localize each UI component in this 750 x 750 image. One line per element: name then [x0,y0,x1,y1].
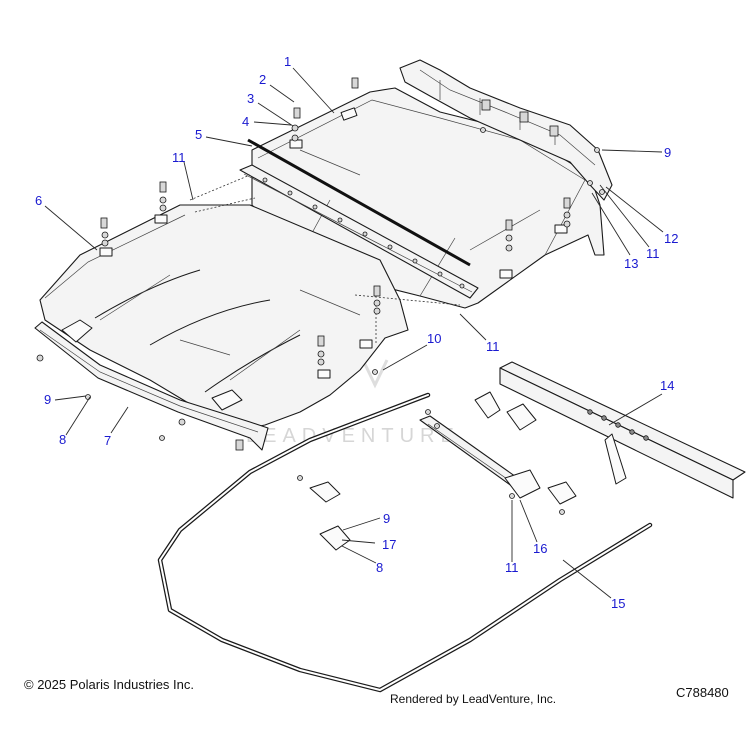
callout-8: 8 [59,432,66,447]
rendered-by-text: Rendered by LeadVenture, Inc. [390,692,557,706]
callout-6: 6 [35,193,42,208]
callout-14: 14 [660,378,674,393]
watermark-text: LEADVENTURE [246,425,460,447]
windshield-seal [157,392,653,693]
callout-1: 1 [284,54,291,69]
front-roof-panel [39,204,409,431]
center-mounting-rail [239,164,479,299]
callout-9-clip: 9 [383,511,390,526]
leader-lines [44,67,664,599]
callout-2: 2 [259,72,266,87]
callout-5: 5 [195,127,202,142]
rear-trim-bracket [399,59,613,201]
front-visor-trim [34,321,269,451]
copyright-text: © 2025 Polaris Industries Inc. [24,677,194,692]
callout-9: 9 [664,145,671,160]
callout-12: 12 [664,231,678,246]
fasteners [36,77,605,515]
callout-11-bracket: 11 [505,560,519,575]
callout-labels: 1 2 3 4 5 6 7 8 9 10 11 12 13 14 15 16 1… [35,54,678,611]
callout-15: 15 [611,596,625,611]
callout-4: 4 [242,114,249,129]
cross-bar [499,361,746,499]
support-bracket [419,391,541,499]
callout-11: 11 [172,150,186,165]
diagram-code: C788480 [676,685,729,700]
roof-seal-strip [247,138,471,267]
callout-9-front: 9 [44,392,51,407]
callout-7: 7 [104,433,111,448]
callout-11-center: 11 [486,339,500,354]
callout-8-clip: 8 [376,560,383,575]
callout-10: 10 [427,331,441,346]
callout-13: 13 [624,256,638,271]
callout-11-rear: 11 [646,246,660,261]
callout-3: 3 [247,91,254,106]
clip-brackets [309,403,627,551]
alignment-lines [189,174,461,345]
callout-17: 17 [382,537,396,552]
callout-16: 16 [533,541,547,556]
